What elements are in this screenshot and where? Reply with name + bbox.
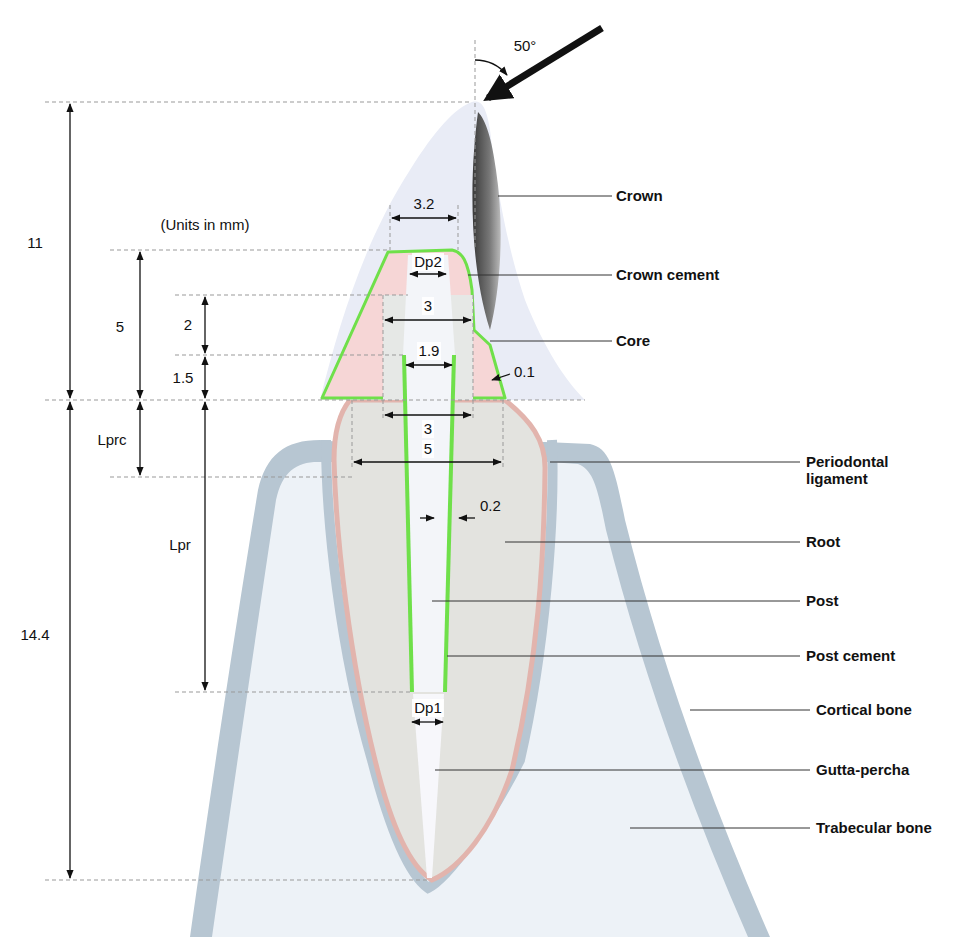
part-name: Trabecular bone (816, 819, 932, 836)
part-name: Crown cement (616, 266, 719, 283)
crown-facet (472, 112, 500, 330)
part-name: Root (806, 533, 840, 550)
dimension-label: 0.2 (480, 497, 501, 514)
dimension-label: 0.1 (514, 363, 535, 380)
part-name: Crown (616, 187, 663, 204)
dimension-label: 5 (422, 440, 434, 457)
units-note: (Units in mm) (160, 216, 249, 233)
leader-lines (432, 196, 810, 828)
gutta-percha (413, 694, 444, 878)
dimension-label: 2 (184, 316, 192, 333)
dimension-label: 1.5 (173, 369, 194, 386)
angle-label: 50° (514, 37, 537, 54)
part-name: Post (806, 592, 839, 609)
dimension-label: 14.4 (20, 626, 49, 643)
part-name: Periodontal ligament (806, 453, 926, 488)
part-name: Core (616, 332, 650, 349)
dimension-label: Dp1 (412, 699, 444, 716)
post-cement (404, 355, 412, 692)
dimension-label: 3.2 (414, 195, 435, 212)
load-arrow (488, 28, 602, 98)
dimension-label: Lprc (97, 431, 126, 448)
part-name: Post cement (806, 647, 895, 664)
dimension-arrows (70, 60, 510, 878)
part-name: Cortical bone (816, 701, 912, 718)
dimension-label: 11 (27, 234, 43, 251)
dimension-label: Dp2 (412, 253, 444, 270)
dimension-label: 3 (422, 420, 434, 437)
part-name: Gutta-percha (816, 761, 909, 778)
dimension-label: 3 (422, 297, 434, 314)
dimension-label: Lpr (169, 536, 191, 553)
dimension-label: 5 (116, 318, 124, 335)
post-cement (445, 355, 454, 692)
dimension-label: 1.9 (417, 342, 442, 359)
guide-lines (45, 40, 585, 880)
